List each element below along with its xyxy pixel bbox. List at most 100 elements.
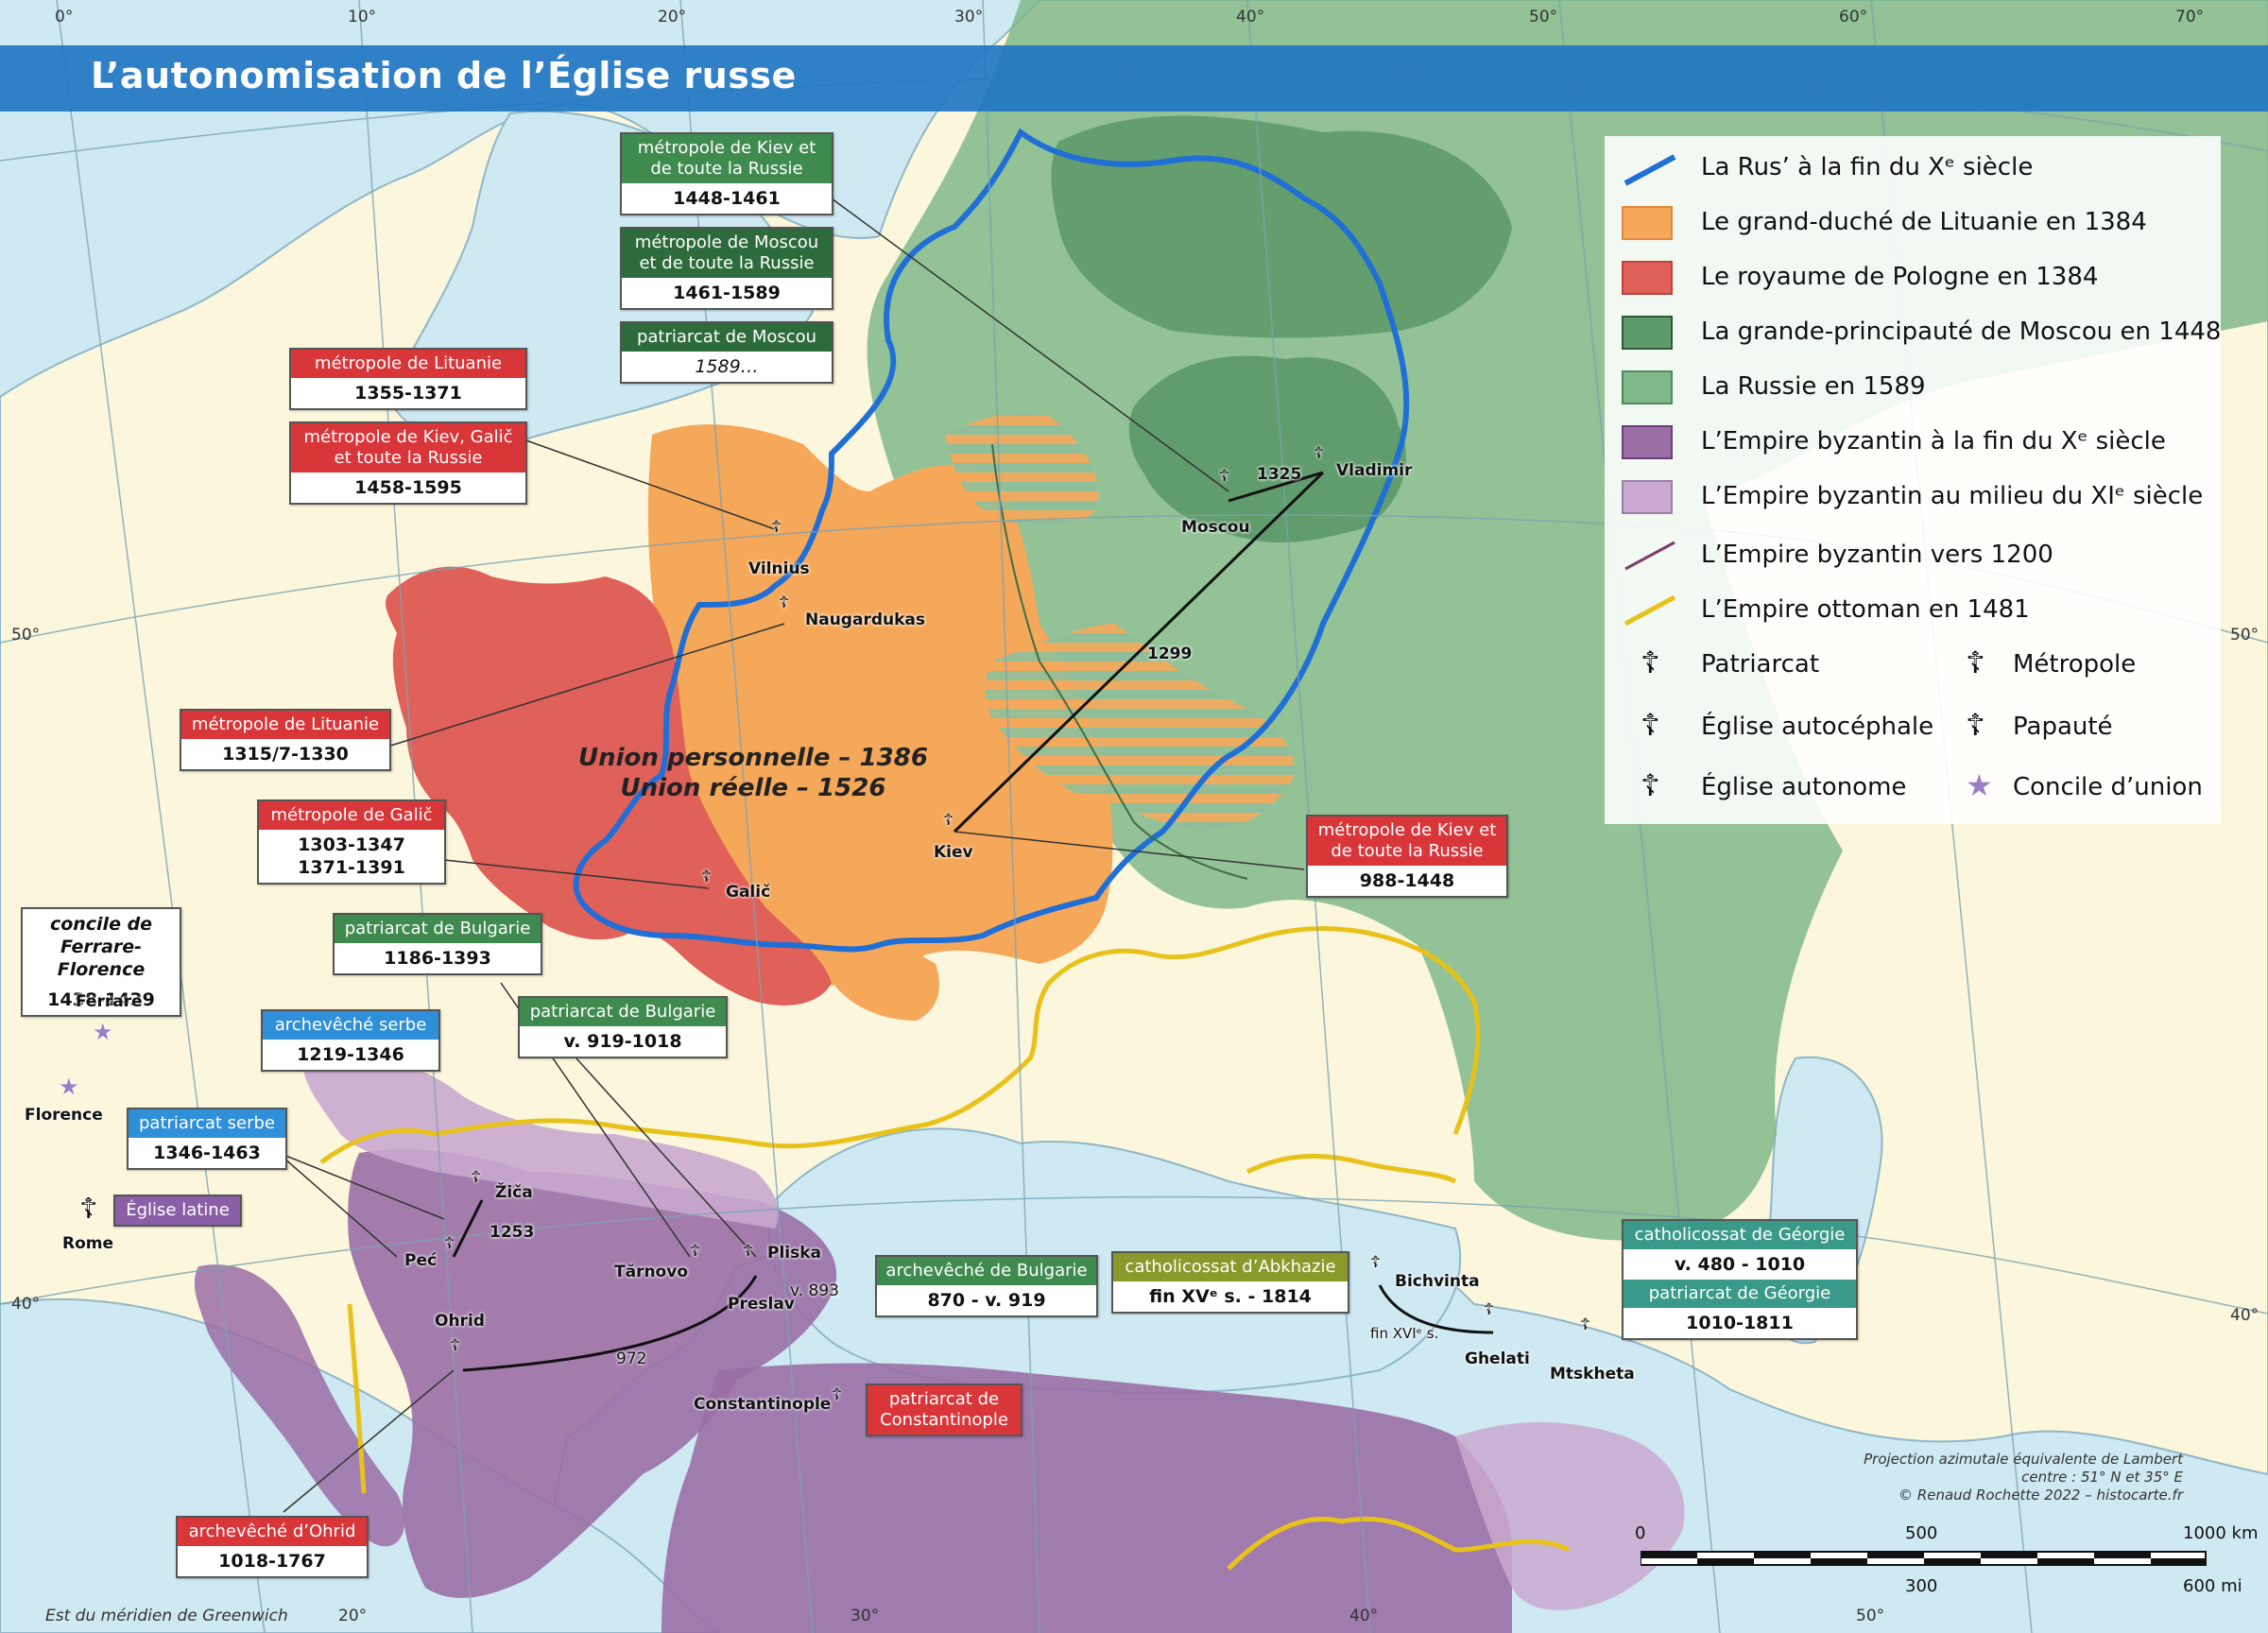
patriarcat-icon: ☦ (1641, 645, 1660, 680)
region-byzantin-xi-east (1455, 1422, 1685, 1610)
border-ottoman (319, 926, 1481, 1165)
box-kiev-galic: métropole de Kiev, Galič et toute la Rus… (289, 421, 527, 505)
box-date-1: 1303-1347 (298, 834, 405, 855)
lon-bottom-50: 50° (1856, 1607, 1885, 1625)
city-mtskheta: Mtskheta (1550, 1365, 1635, 1384)
legend-swatch-lituanie (1622, 206, 1673, 240)
box-date: 1346-1463 (153, 1143, 261, 1163)
arrows (452, 471, 1494, 1372)
projection-credit: Projection azimutale équivalente de Lamb… (1767, 1451, 2183, 1504)
box-date: 1219-1346 (297, 1044, 404, 1065)
concile-star-icon: ★ (1966, 767, 1993, 803)
border-ottoman-4 (1227, 1516, 1571, 1571)
box-lituanie-1315: métropole de Lituanie 1315/7-1330 (180, 709, 391, 771)
lat-label-50-left: 50° (11, 626, 41, 645)
arrow-label-1253: 1253 (490, 1223, 535, 1242)
legend-swatch-byz-xi (1622, 480, 1673, 514)
city-ohrid: Ohrid (435, 1312, 485, 1331)
legend-papaute: Papauté (2013, 713, 2113, 741)
legend-concile: Concile d’union (2013, 773, 2203, 801)
autonome-icon: ☦ (1641, 767, 1660, 803)
box-date: 1315/7-1330 (222, 744, 349, 765)
scale-km-1000: 1000 km (2183, 1523, 2259, 1543)
box-lituanie-1355: métropole de Lituanie 1355-1371 (289, 348, 527, 410)
arrow-label-972: 972 (616, 1349, 647, 1368)
metropole-icon: ☦ (771, 518, 782, 537)
lon-bottom-30: 30° (850, 1607, 880, 1625)
box-header: patriarcat de Moscou (622, 323, 832, 352)
box-date: v. 919-1018 (563, 1031, 682, 1052)
papaute-icon: ☦ (79, 1193, 98, 1226)
greenwich-note: Est du méridien de Greenwich (45, 1607, 288, 1625)
lat-label-40-left: 40° (11, 1295, 41, 1314)
scale-bar (1641, 1551, 2207, 1566)
box-date: 1448-1461 (673, 188, 781, 209)
city-vilnius: Vilnius (748, 559, 810, 578)
box-header-2: patriarcat de Géorgie (1624, 1280, 1856, 1308)
metropole-icon: ☦ (1314, 444, 1325, 463)
box-kiev-1448: métropole de Kiev et de toute la Russie … (620, 132, 833, 215)
region-russie-1589 (867, 0, 1843, 1241)
union-label: Union personnelle – 1386 Union réelle – … (578, 743, 928, 803)
box-concile: concile de Ferrare-Florence 1438-1439 (21, 907, 181, 1017)
box-header: métropole de Kiev et de toute la Russie (622, 134, 832, 183)
box-date-2: 1010-1811 (1686, 1313, 1794, 1333)
box-header: patriarcat de Bulgarie (520, 998, 726, 1026)
credit-line-2: centre : 51° N et 35° E (2021, 1469, 2183, 1486)
box-catholicossat-georgie: catholicossat de Géorgie v. 480 - 1010 p… (1622, 1219, 1858, 1340)
box-moscou-1461: métropole de Moscou et de toute la Russi… (620, 227, 833, 310)
union-line-1: Union personnelle – 1386 (578, 744, 928, 772)
legend-rus: La Rus’ à la fin du Xᵉ siècle (1701, 153, 2034, 181)
legend (1605, 136, 2221, 824)
patriarcat-icon: ☦ (690, 1242, 701, 1261)
autocephale-icon: ☦ (1641, 707, 1660, 743)
legend-ottoman: L’Empire ottoman en 1481 (1701, 595, 2030, 624)
box-ohrid: archevêché d’Ohrid 1018-1767 (176, 1516, 369, 1578)
region-striped-east (985, 624, 1295, 832)
region-striped-north (945, 412, 1099, 526)
box-header: patriarcat de Bulgarie (335, 915, 541, 943)
lon-bottom-20: 20° (338, 1607, 368, 1625)
box-header: métropole de Kiev, Galič et toute la Rus… (291, 423, 525, 473)
box-date: 1458-1595 (354, 477, 462, 498)
box-header: métropole de Galič (259, 801, 444, 830)
legend-metropole: Métropole (2013, 650, 2137, 679)
box-date: fin XVᵉ s. - 1814 (1149, 1286, 1312, 1307)
autocephale-icon: ☦ (471, 1168, 482, 1187)
box-header: archevêché de Bulgarie (877, 1257, 1096, 1285)
box-header: métropole de Moscou et de toute la Russi… (622, 229, 832, 278)
patriarcat-icon: ☦ (1219, 467, 1230, 486)
patriarcat-icon: ☦ (832, 1385, 843, 1404)
box-header: catholicossat de Géorgie (1624, 1221, 1856, 1249)
patriarcat-icon: ☦ (743, 1242, 754, 1261)
papaute-icon: ☦ (1966, 707, 1985, 743)
legend-swatch-byz-x (1622, 425, 1673, 459)
region-lituanie-south (825, 941, 939, 1021)
credit-line-3: © Renaud Rochette 2022 – histocarte.fr (1899, 1487, 2183, 1504)
metropole-icon: ☦ (701, 868, 713, 886)
scale-mi-600: 600 mi (2183, 1576, 2242, 1596)
box-date: 1461-1589 (673, 283, 781, 303)
lon-label-10: 10° (348, 8, 377, 26)
box-header: Église latine (115, 1196, 240, 1225)
city-rome: Rome (62, 1234, 114, 1253)
region-byzantin-xi (302, 1055, 779, 1229)
legend-swatch-moscou (1622, 316, 1673, 350)
city-ferrare: Ferrare (76, 992, 143, 1011)
box-date: 1355-1371 (354, 383, 462, 404)
box-date: 1589… (695, 356, 759, 377)
city-vladimir: Vladimir (1336, 461, 1413, 480)
autocephale-icon: ☦ (1484, 1300, 1495, 1319)
city-moscou: Moscou (1181, 518, 1250, 537)
box-galic: métropole de Galič 1303-1347 1371-1391 (257, 799, 446, 885)
region-pologne-1384 (386, 566, 832, 1006)
box-header: métropole de Lituanie (181, 711, 389, 739)
city-florence: Florence (25, 1106, 103, 1125)
concile-star-icon: ★ (59, 1074, 79, 1100)
scale-km-0: 0 (1635, 1523, 1646, 1543)
scale-mi-300: 300 (1905, 1576, 1938, 1596)
legend-swatch-ottoman (1624, 594, 1676, 627)
legend-autonome: Église autonome (1701, 773, 1907, 801)
box-archeveche-bulgarie: archevêché de Bulgarie 870 - v. 919 (875, 1255, 1098, 1317)
legend-byz-1200: L’Empire byzantin vers 1200 (1701, 541, 2053, 569)
